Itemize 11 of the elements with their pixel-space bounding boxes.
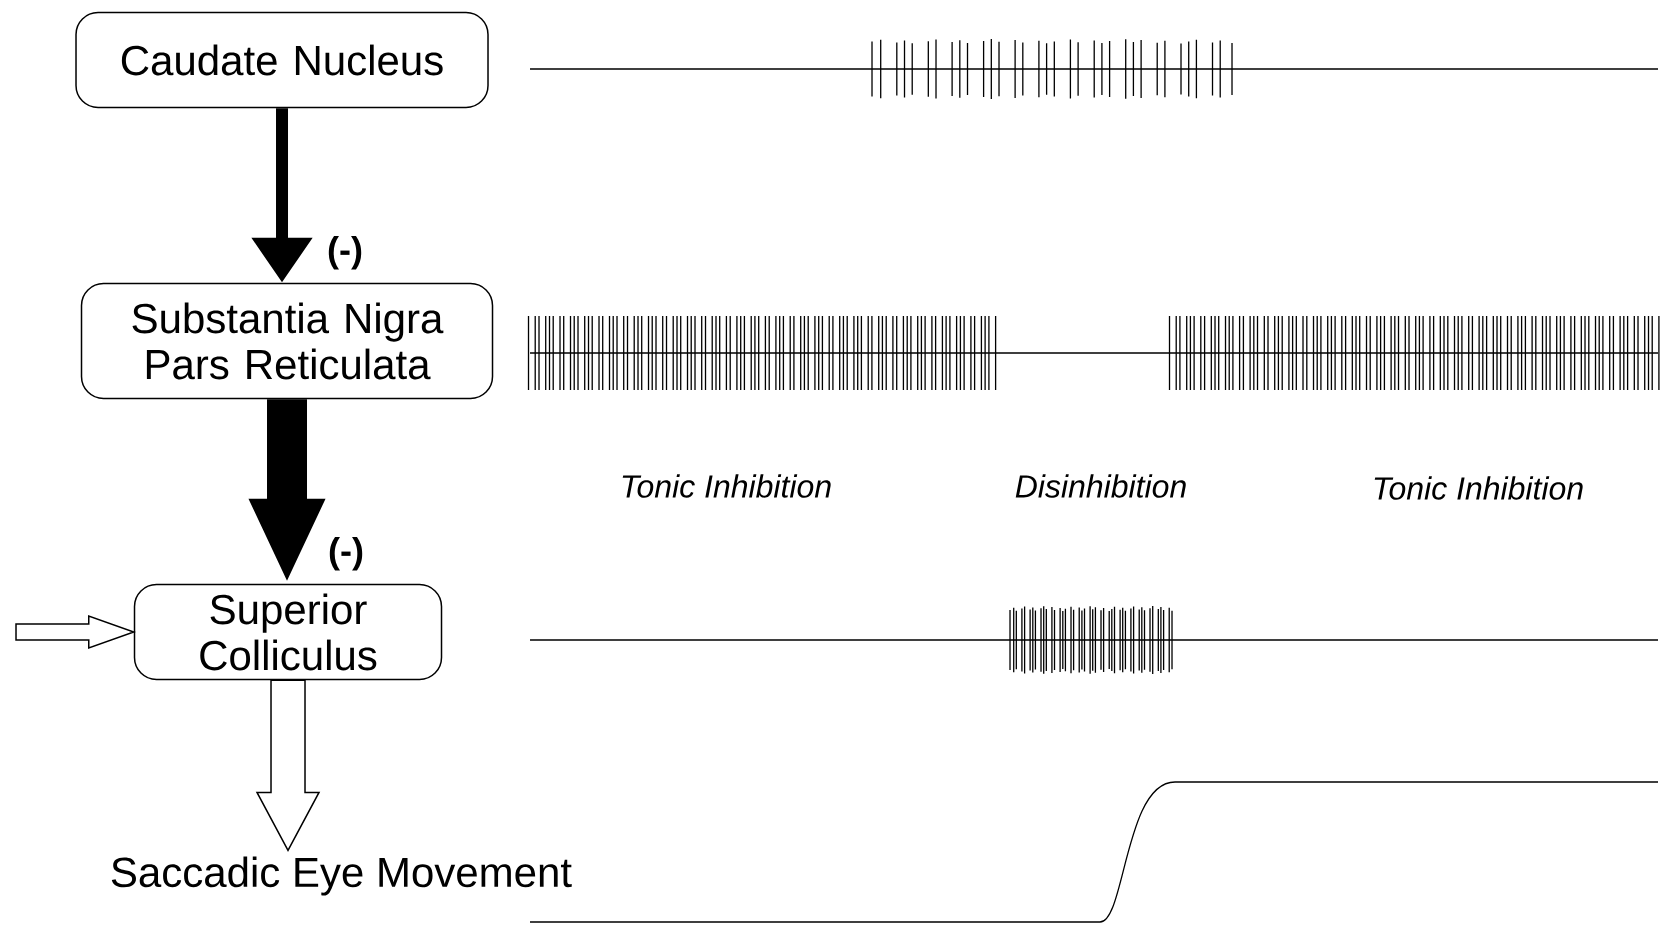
phase-label: Tonic Inhibition	[1374, 476, 1583, 500]
arrow	[255, 679, 321, 852]
phase-label: Tonic Inhibition	[622, 474, 831, 498]
arrow	[15, 614, 136, 650]
process-box: Caudate Nucleus	[75, 11, 489, 109]
output-label: Saccadic Eye Movement	[111, 856, 572, 896]
phase-label: Disinhibition	[1015, 474, 1186, 498]
process-box: Superior Colliculus	[133, 583, 443, 681]
process-box: Substantia Nigra Pars Reticulata	[80, 282, 494, 400]
edge-label: (-)	[327, 535, 365, 572]
edge-label: (-)	[326, 234, 364, 271]
